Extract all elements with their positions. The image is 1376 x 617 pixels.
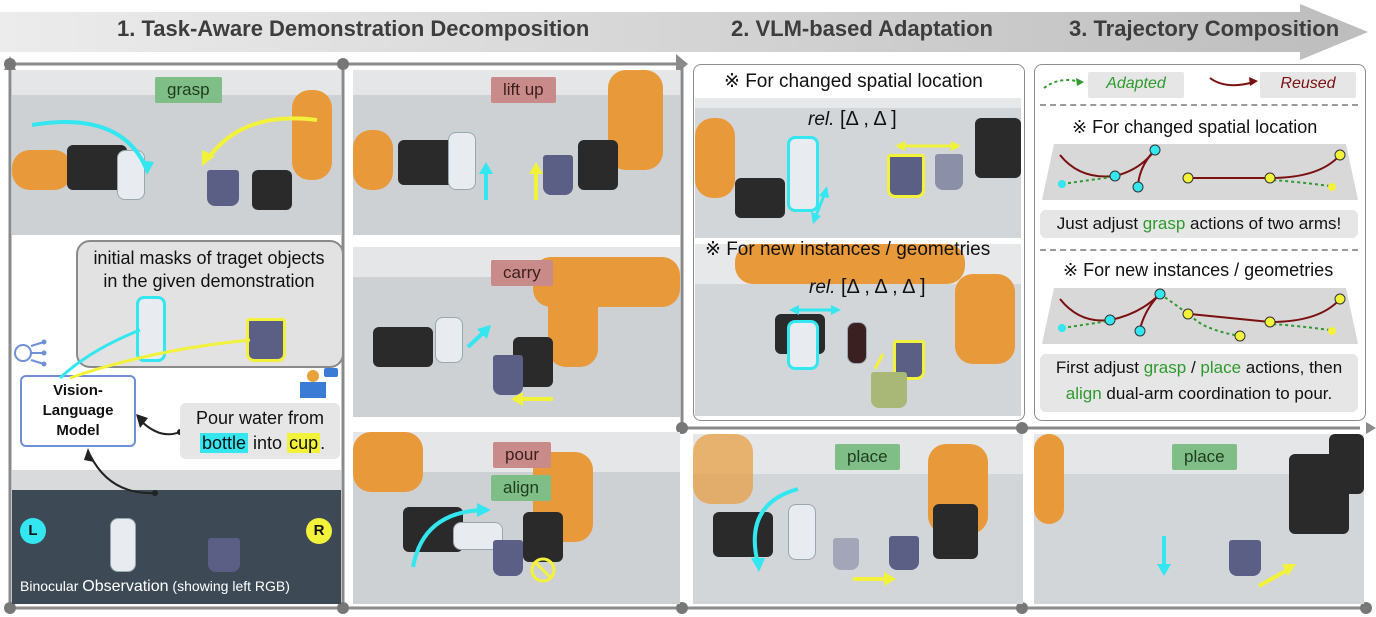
spatial-note-text: Just adjust grasp actions of two arms! — [1040, 214, 1358, 234]
rel-formula: [Δ , Δ ] — [839, 108, 897, 130]
user-laptop-icon — [300, 368, 338, 398]
stage-label-grasp: grasp — [155, 77, 222, 103]
instruction-box: Pour water from bottle into cup. — [180, 403, 340, 459]
divider — [1040, 249, 1358, 251]
frame-node — [337, 58, 349, 70]
header-chevron — [0, 4, 1368, 60]
observation-caption: Binocular Observation (showing left RGB) — [20, 578, 290, 596]
stage-label-lift-up: lift up — [491, 77, 556, 103]
right-arm-badge: R — [306, 518, 332, 544]
note-grasp: grasp — [1142, 214, 1186, 233]
step2-title: 2. VLM-based Adaptation — [731, 16, 993, 41]
vlm-box: Vision- Language Model — [20, 375, 136, 447]
stage-label-place-mid: place — [835, 444, 900, 470]
step3-title: 3. Trajectory Composition — [1069, 16, 1340, 41]
into-word: into — [248, 433, 288, 453]
instruction-line2: bottle into cup. — [200, 433, 325, 454]
masks-text-line1: initial masks of traget objects — [93, 248, 325, 268]
note-part: / — [1186, 358, 1201, 377]
instances-adapt-photo — [695, 244, 1021, 416]
vlm-line: Model — [56, 422, 100, 439]
instances-trajectory-diagram — [1042, 288, 1358, 344]
stage-label-place-right: place — [1172, 444, 1237, 470]
period: . — [320, 433, 326, 453]
divider — [1040, 104, 1358, 106]
frame-node — [676, 602, 688, 614]
rel-formula: [Δ , Δ , Δ ] — [840, 276, 926, 298]
note-part: actions, then — [1241, 358, 1343, 377]
caption-part: Binocular — [20, 578, 83, 594]
cup-word: cup — [287, 433, 321, 453]
frame-node — [676, 422, 688, 434]
caption-part: Observation — [82, 578, 169, 595]
step1-title: 1. Task-Aware Demonstration Decompositio… — [117, 16, 590, 41]
instances-title: ※ For new instances / geometries — [705, 239, 991, 260]
note-part: Just adjust — [1056, 214, 1143, 233]
observation-photo — [12, 470, 341, 604]
bottle-word: bottle — [200, 433, 249, 453]
frame-node — [4, 602, 16, 614]
note-align: align — [1065, 384, 1102, 403]
vlm-line: Language — [42, 402, 114, 419]
spatial-rel-formula: rel. [Δ , Δ ] — [808, 108, 897, 131]
brain-network-icon — [14, 339, 47, 367]
frame-node — [337, 602, 349, 614]
note-grasp: grasp — [1143, 358, 1187, 377]
instruction-line1: Pour water from — [196, 408, 325, 428]
masks-bubble — [76, 240, 344, 368]
lift-up-photo — [353, 70, 680, 235]
adapted-legend: Adapted — [1088, 72, 1184, 98]
reused-legend: Reused — [1260, 72, 1356, 98]
spatial-title: ※ For changed spatial location — [724, 71, 983, 92]
reused-legend-arrow — [1209, 77, 1258, 87]
rel-word: rel. — [808, 109, 835, 130]
note-place: place — [1200, 358, 1242, 377]
adapted-legend-arrow — [1043, 78, 1084, 89]
adapted-legend-label: Adapted — [1106, 75, 1166, 92]
frame-node — [1360, 602, 1372, 614]
stage-label-carry: carry — [491, 260, 553, 286]
note-part: actions of two arms! — [1185, 214, 1342, 233]
frame-node — [1016, 602, 1028, 614]
instances-note: First adjust grasp / place actions, then… — [1040, 354, 1358, 412]
observation-arrows — [58, 328, 251, 496]
spatial-trajectory-diagram — [1042, 144, 1358, 200]
reused-legend-label: Reused — [1280, 75, 1336, 92]
frame-node — [4, 58, 16, 70]
caption-part: (showing left RGB) — [168, 578, 290, 594]
left-arm-badge: L — [20, 518, 46, 544]
stage-label-align: align — [491, 475, 551, 501]
note-part: dual-arm coordination to pour. — [1101, 384, 1333, 403]
instances-note-line2: align dual-arm coordination to pour. — [1040, 384, 1358, 404]
note-part: First adjust — [1055, 358, 1144, 377]
spatial-note: Just adjust grasp actions of two arms! — [1040, 210, 1358, 238]
grasp-photo — [12, 70, 341, 235]
instances-rel-formula: rel. [Δ , Δ , Δ ] — [809, 276, 926, 299]
bottle-mask — [136, 296, 166, 362]
rel-word: rel. — [809, 277, 836, 298]
vlm-line: Vision- — [53, 382, 103, 399]
carry-photo — [353, 247, 680, 417]
place-mid-photo — [693, 434, 1023, 604]
masks-text-line2: in the given demonstration — [103, 271, 315, 291]
stage-label-pour: pour — [493, 442, 552, 468]
spatial-adapt-photo — [695, 98, 1021, 238]
frame-node — [1016, 422, 1028, 434]
comp-spatial-title: ※ For changed spatial location — [1072, 117, 1318, 137]
comp-instances-title: ※ For new instances / geometries — [1063, 260, 1334, 280]
instances-note-line1: First adjust grasp / place actions, then — [1040, 358, 1358, 378]
